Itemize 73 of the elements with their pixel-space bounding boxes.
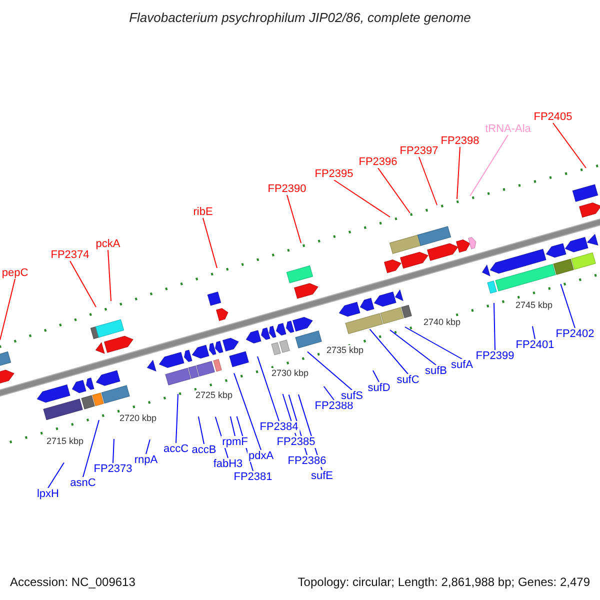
leader-line: [404, 326, 462, 360]
position-label: 2735 kbp: [326, 345, 364, 355]
gene-label: FP2386: [286, 455, 328, 467]
leader-line: [378, 168, 410, 214]
leader-line: [257, 356, 280, 422]
leader-line: [176, 394, 178, 444]
gene-label: FP2381: [232, 471, 274, 483]
gene-label: tRNA-Ala: [484, 123, 532, 135]
gene-label: FP2399: [474, 350, 516, 362]
gene-label: FP2385: [276, 436, 316, 448]
gene-label: FP2374: [50, 249, 90, 261]
leader-line: [552, 122, 586, 168]
leader-line: [82, 420, 100, 478]
leader-line: [334, 180, 390, 218]
leader-line: [230, 416, 236, 436]
gene-label: FP2402: [554, 328, 596, 340]
gene-label: FP2384: [258, 421, 300, 433]
gene-label: FP2397: [398, 145, 440, 157]
leader-line: [48, 462, 64, 488]
leader-line: [286, 194, 302, 244]
position-label: 2720 kbp: [119, 413, 157, 423]
leader-line: [372, 370, 380, 382]
position-label: 2730 kbp: [271, 368, 309, 378]
gene-label: rpmF: [221, 436, 249, 448]
gene-label: lpxH: [36, 488, 60, 500]
gene-label: accC: [162, 443, 190, 455]
gene-label: FP2398: [440, 135, 480, 147]
gene-label: sufE: [310, 470, 334, 482]
accession-note: Accession: NC_009613: [10, 575, 136, 589]
leader-line: [108, 250, 112, 302]
gene-label: FP2401: [514, 339, 556, 351]
leader-line: [418, 156, 438, 206]
position-label: 2745 kbp: [515, 300, 553, 310]
gene-label: sufB: [424, 365, 448, 377]
gene-label: sufS: [340, 390, 364, 402]
gene-label: pepC: [0, 267, 30, 279]
gene-label: accB: [190, 444, 218, 456]
gene-label: fabH3: [212, 458, 244, 470]
gene-label: rnpA: [133, 454, 159, 466]
position-label: 2725 kbp: [195, 390, 233, 400]
leader-line: [146, 439, 150, 454]
leader-line: [532, 326, 536, 340]
gene-label: FP2395: [314, 168, 354, 180]
leader-line: [234, 372, 262, 450]
leader-line: [70, 260, 96, 308]
leader-line: [198, 416, 204, 444]
leader-line: [390, 330, 436, 366]
leader-line: [306, 351, 352, 390]
leader-line: [323, 386, 334, 400]
position-label: 2740 kbp: [423, 317, 461, 327]
gene-label: sufC: [396, 374, 420, 386]
gene-label: pdxA: [247, 450, 275, 462]
leader-line: [112, 438, 114, 464]
gene-label: FP2388: [314, 400, 354, 412]
leader-line: [560, 284, 576, 328]
map-title: Flavobacterium psychrophilum JIP02/86, complete genome: [128, 10, 472, 25]
leader-line: [494, 302, 496, 350]
gene-label: sufA: [450, 359, 474, 371]
leader-line: [0, 278, 16, 340]
position-label: 2715 kbp: [46, 436, 84, 446]
gene-label: sufD: [366, 382, 392, 394]
gene-label: asnC: [69, 477, 97, 489]
leader-line: [202, 218, 218, 268]
gene-label: FP2405: [532, 111, 574, 123]
genome-summary-note: Topology: circular; Length: 2,861,988 bp; Genes: 2,479: [298, 575, 590, 589]
gene-label: FP2373: [92, 463, 134, 475]
gene-label: FP2396: [358, 156, 398, 168]
gene-label: ribE: [192, 206, 214, 218]
gene-label: pckA: [94, 238, 122, 250]
gene-label: FP2390: [266, 183, 308, 195]
leader-line: [369, 328, 408, 374]
leader-line: [470, 134, 508, 196]
leader-line: [456, 146, 460, 200]
